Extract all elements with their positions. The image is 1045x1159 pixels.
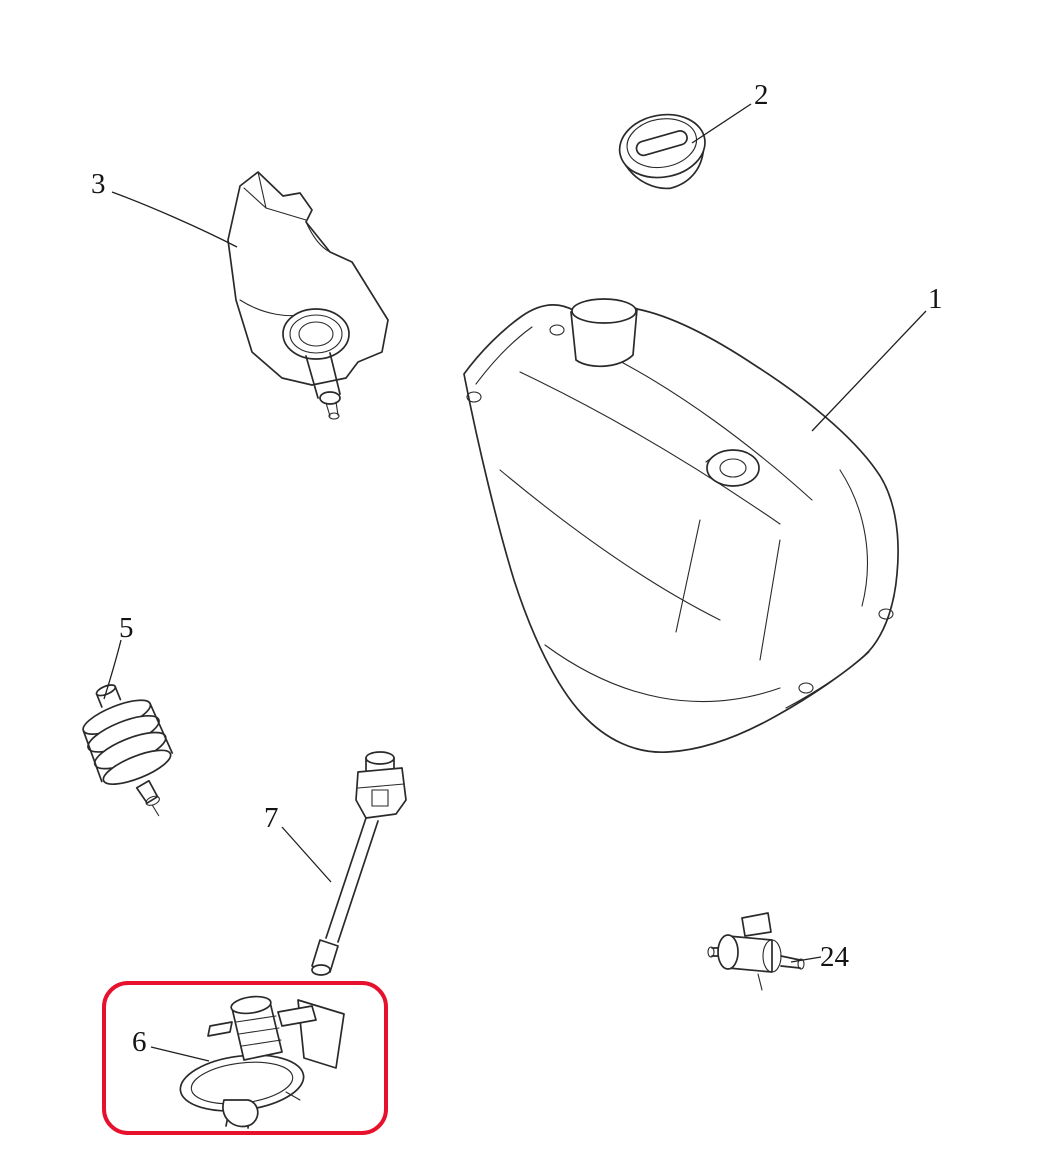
part-drawing-fuel-tank-cap [618,113,706,190]
pump-boss-hole [719,458,747,478]
pump-rib [235,1015,282,1047]
callout-label-1: 1 [928,283,943,315]
valve-left-nipple [711,947,719,957]
flange-edge [475,326,533,385]
body-seam [675,519,781,661]
sensor-head-ring [357,783,405,789]
filler-neck-ring [289,314,343,354]
pump-fitting [285,1091,301,1101]
leader-line-5 [103,639,122,700]
sensor-tip-end [311,964,331,976]
body-contour [519,371,781,525]
sensor-tube [337,820,379,943]
canister-bottom-end [145,795,160,806]
body-contour [609,355,813,501]
leader-line-6 [150,1046,210,1062]
leader-line-24 [790,956,822,963]
body-contour [839,469,869,607]
leader-line-3 [111,191,238,248]
part-drawing-fuel-level-sensor [311,751,407,976]
valve-left-face [717,934,739,970]
part-drawing-fuel-tank [463,298,899,754]
sensor-button [371,789,389,807]
valve-right-nipple-end [797,958,805,970]
canister-top [95,684,117,697]
boss-notch [705,455,715,463]
leader-line-1 [811,310,927,432]
sensor-tube [325,817,367,939]
callout-label-7: 7 [264,802,279,834]
mounting-hole [466,391,482,403]
callout-label-3: 3 [91,168,106,200]
body-contour [544,644,781,702]
part-drawing-rollover-valve [707,912,805,991]
body-contour [499,469,721,621]
highlight-box-part-6 [102,981,388,1135]
detail-line [305,221,331,253]
callout-label-2: 2 [754,79,769,111]
cap-key-slot [635,130,688,157]
drain-tube-end [319,391,341,405]
leader-line-7 [281,826,332,883]
valve-left-nipple-end [707,946,715,958]
mounting-hole [878,608,894,620]
callout-label-5: 5 [119,612,134,644]
cap-inner-rim [626,118,698,169]
valve-bracket-tab [741,912,772,937]
filler-neck-opening [282,308,350,360]
valve-bottom-stub [757,973,763,991]
sensor-head [355,767,407,819]
callout-label-24: 24 [820,941,850,973]
valve-right-nipple [780,955,801,969]
drain-tube [329,352,341,395]
pump-boss [706,449,760,487]
drain-tube [305,355,319,399]
callout-labels: 1 2 3 5 6 7 24 [91,79,943,1058]
pump-outlet-barb [277,1005,317,1027]
filler-neck-top [571,298,637,324]
filler-neck-hole [298,321,334,347]
leader-line-2 [691,103,752,144]
canister-top-stub [95,685,122,708]
pump-inlet-barb [207,1021,233,1037]
callout-label-6: 6 [132,1026,147,1058]
drain-stub [325,401,339,417]
canister-bottom-stub [151,804,160,817]
part-drawing-canister-filter [82,684,174,817]
pump-top-cap [230,995,272,1015]
drain-stub-end [328,412,340,420]
canister-rib [102,749,172,786]
sensor-cap-top [365,751,395,765]
part-drawing-filler-shield-bracket [227,171,389,420]
leader-lines [103,103,927,1062]
tank-outline [463,301,899,754]
canister-side [82,702,174,783]
pump-filter-sock [222,1099,259,1128]
mounting-hole [549,324,565,336]
mounting-hole [798,682,814,694]
part-drawing-fuel-pump-assembly [179,995,345,1129]
flange-edge [785,651,870,709]
detail-line [243,187,267,209]
